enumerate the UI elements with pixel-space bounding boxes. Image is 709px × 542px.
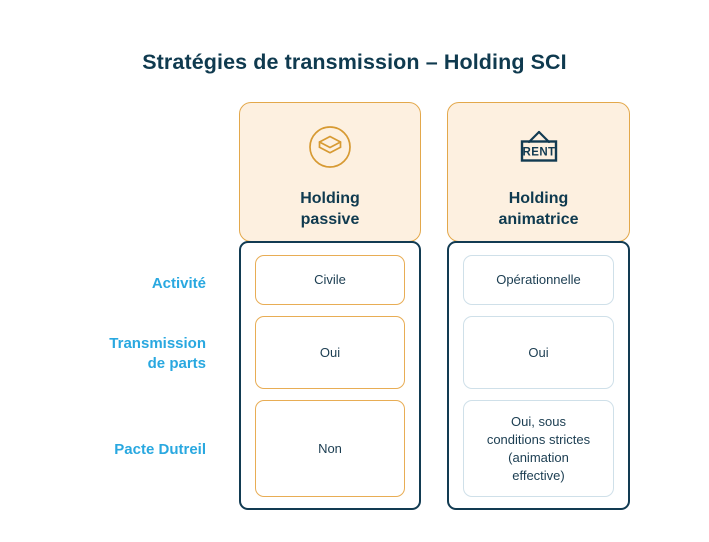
row-label-line-2: de parts <box>147 355 206 372</box>
cell-line-2: conditions strictes <box>486 431 591 447</box>
cell-animatrice-transmission: Oui <box>463 316 614 389</box>
row-label-line-1: Transmission <box>109 335 206 352</box>
cell-passive-transmission: Oui <box>255 316 405 389</box>
row-label-transmission-de-parts: Transmission de parts <box>16 334 206 374</box>
cell-passive-dutreil: Non <box>255 400 405 497</box>
svg-text:RENT: RENT <box>522 147 555 159</box>
row-label-pacte-dutreil: Pacte Dutreil <box>114 441 206 458</box>
column-body-holding-animatrice: Opérationnelle Oui Oui, sous conditions … <box>447 241 630 510</box>
cell-line-1: Oui, sous <box>511 413 566 429</box>
row-label-activite: Activité <box>151 275 206 292</box>
column-title-line-2: animatrice <box>498 211 579 228</box>
column-header-holding-animatrice: RENT Holding animatrice <box>447 102 630 242</box>
column-header-holding-passive: Holding passive <box>239 102 421 242</box>
layers-stack-circle-icon <box>240 123 420 171</box>
cell-line-3: (animation <box>508 449 569 465</box>
column-title-holding-animatrice: Holding animatrice <box>448 188 629 230</box>
column-title-holding-passive: Holding passive <box>240 188 420 230</box>
column-body-holding-passive: Civile Oui Non <box>239 241 421 510</box>
cell-line-4: effective) <box>512 467 565 483</box>
column-title-line-2: passive <box>300 211 360 228</box>
column-title-line-1: Holding <box>508 190 569 207</box>
rent-sign-icon: RENT <box>448 123 629 171</box>
page-title: Stratégies de transmission – Holding SCI <box>142 50 567 74</box>
cell-animatrice-activite: Opérationnelle <box>463 255 614 305</box>
cell-animatrice-dutreil: Oui, sous conditions strictes (animation… <box>463 400 614 497</box>
cell-passive-activite: Civile <box>255 255 405 305</box>
column-title-line-1: Holding <box>300 190 360 207</box>
